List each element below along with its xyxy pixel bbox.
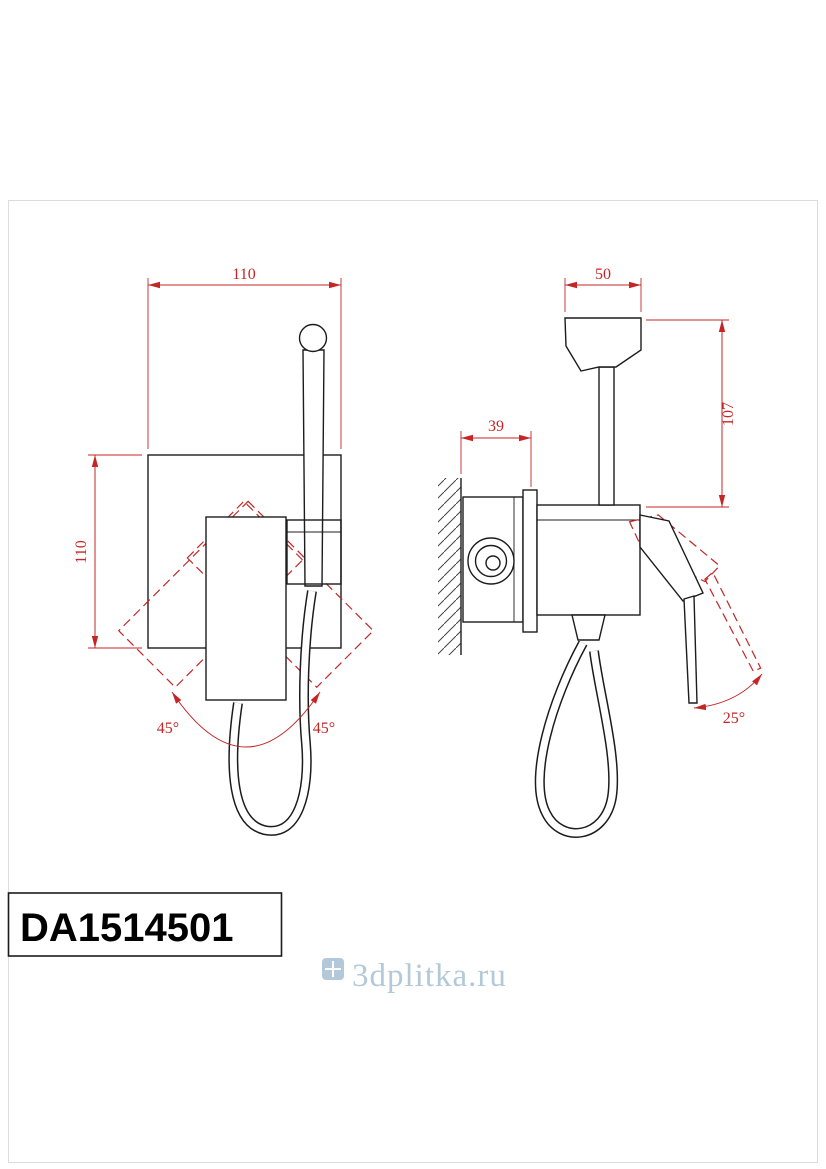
angle-right-label: 45° [313, 720, 335, 737]
lever-side-dashed [628, 514, 762, 673]
dim-side-height-label: 107 [720, 402, 737, 426]
model-box: DA1514501 [7, 892, 283, 957]
watermark: 3dplitka.ru [322, 958, 507, 994]
sprayer-handle-front [302, 349, 325, 587]
dim-front-width: 110 [147, 266, 342, 449]
control-knob-center [485, 555, 501, 571]
dim-head-width-label: 50 [595, 266, 611, 283]
lever-front [205, 516, 287, 701]
sprayer-head-circle [298, 323, 328, 353]
mixer-body-side [536, 504, 641, 616]
angle-left-label: 45° [157, 720, 179, 737]
wall-hatching [438, 478, 461, 655]
sprayer-tube-side [598, 366, 615, 506]
outlet-nut [571, 614, 606, 641]
dim-head-width: 50 [564, 266, 642, 312]
hose-side [534, 640, 619, 838]
swing-arc: 45° 45° [157, 691, 335, 748]
sprayer-holder [286, 519, 342, 585]
sprayer-head-side [564, 317, 642, 372]
control-knob-inner [474, 544, 508, 578]
front-view: 110 110 45° 45° [73, 266, 375, 836]
dim-wall-depth-label: 39 [488, 418, 504, 435]
wall-plate-side [522, 489, 538, 633]
sheet-border [8, 200, 818, 1163]
model-number: DA1514501 [20, 906, 234, 950]
dim-front-width-label: 110 [232, 266, 255, 283]
dim-wall-depth: 39 [460, 418, 532, 487]
hose-front [228, 590, 317, 836]
dim-front-height-label: 110 [73, 540, 90, 563]
dim-front-height: 110 [73, 454, 142, 649]
dim-side-height: 107 [646, 319, 737, 508]
angle-lever-label: 25° [723, 710, 745, 727]
lever-arc: 25° [693, 673, 763, 727]
side-view: 50 39 107 25° [438, 266, 763, 838]
watermark-text: 3dplitka.ru [352, 958, 507, 994]
lever-side [639, 514, 704, 704]
